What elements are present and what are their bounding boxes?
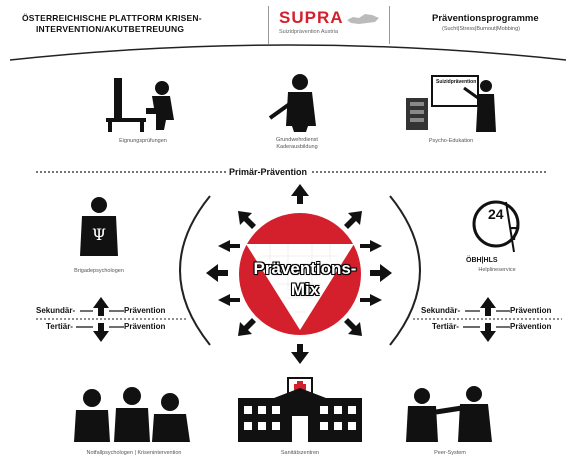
mix-triangle	[246, 244, 354, 330]
arrow-left	[206, 264, 228, 282]
caption-notfallpsychologen: Notfallpsychologen | Krisenintervention	[86, 450, 182, 456]
presenter-icon: Suizidprävention	[402, 72, 502, 134]
arrow-upleft	[238, 211, 256, 229]
org-title: ÖSTERREICHISCHE PLATTFORM KRISEN- INTERV…	[22, 13, 202, 35]
right-arrow-down	[480, 323, 496, 342]
caption-grundwehrdienst: Grundwehrdienst Kaderausbildung	[242, 137, 352, 151]
programs-title: Präventionsprogramme	[432, 13, 539, 24]
right-arc	[389, 195, 421, 346]
left-arc	[179, 195, 211, 346]
caption-brigadepsychologen: Brigadepsychologen	[74, 268, 124, 274]
right-praevention-1: Prävention	[510, 306, 552, 315]
left-arrow-down	[93, 323, 109, 342]
left-arrow-up	[93, 297, 109, 316]
psychologist-icon: Ψ	[80, 197, 118, 256]
org-title-line1: ÖSTERREICHISCHE PLATTFORM KRISEN-	[22, 13, 202, 23]
soldier-icon	[268, 74, 316, 132]
caption-sanitaetszentren: Sanitätszentren	[280, 450, 320, 456]
arrow-up	[291, 184, 309, 204]
caption-helplineservice: Helplineservice	[478, 267, 516, 273]
helpline-7: 7	[510, 224, 521, 244]
peer-support-icon	[406, 386, 492, 442]
left-tertiaer: Tertiär-	[46, 322, 73, 331]
right-tertiaer: Tertiär-	[432, 322, 459, 331]
arrow-down	[291, 344, 309, 364]
left-praevention-2: Prävention	[124, 322, 166, 331]
arrow-upright	[344, 211, 362, 229]
primary-prevention-label: Primär-Prävention	[226, 167, 311, 177]
right-praevention-2: Prävention	[510, 322, 552, 331]
mix-title-line1: Präventions-	[253, 259, 357, 278]
mix-title-line2: Mix	[290, 280, 320, 299]
helpline-24-7-icon: 24 7	[470, 196, 530, 260]
helpline-24: 24	[488, 206, 504, 222]
arrow-right-upper	[360, 240, 382, 252]
hospital-icon	[238, 377, 362, 442]
arrow-left-lower	[218, 294, 240, 306]
header-divider	[9, 44, 567, 61]
desk-worker-icon	[106, 78, 174, 132]
arrow-right-lower	[360, 294, 382, 306]
supra-logo: SUPRA Suizidprävention Austria	[268, 6, 390, 44]
board-label: Suizidprävention	[436, 79, 477, 85]
logo-name: SUPRA	[279, 8, 344, 27]
caption-grundwehrdienst-line2: Kaderausbildung	[276, 144, 318, 150]
arrow-downleft	[238, 318, 256, 336]
org-title-line2: INTERVENTION/AKUTBETREUUNG	[36, 24, 185, 34]
group-support-icon	[74, 387, 190, 442]
caption-eignung: Eignungsprüfungen	[119, 138, 167, 144]
austria-map-icon	[347, 14, 379, 24]
left-praevention-1: Prävention	[124, 306, 166, 315]
arrow-right	[370, 264, 392, 282]
right-arrow-up	[480, 297, 496, 316]
arrow-downright	[344, 318, 362, 336]
arrow-left-upper	[218, 240, 240, 252]
caption-peer-system: Peer-System	[434, 450, 466, 456]
caption-psycho-edukation: Psycho-Edukation	[428, 138, 474, 144]
programs-subtitle: (Sucht|Stress|Burnout|Mobbing)	[442, 26, 520, 32]
left-sekundaer: Sekundär-	[36, 306, 76, 315]
svg-text:Ψ: Ψ	[92, 225, 106, 244]
right-sekundaer: Sekundär-	[421, 306, 461, 315]
logo-subtitle: Suizidprävention Austria	[279, 29, 339, 35]
left-stage-arrows	[93, 297, 109, 342]
helpline-brand: ÖBH|HLS	[466, 257, 498, 264]
caption-grundwehrdienst-line1: Grundwehrdienst	[276, 137, 318, 143]
mix-arrows	[206, 184, 392, 364]
right-stage-arrows	[480, 297, 496, 342]
